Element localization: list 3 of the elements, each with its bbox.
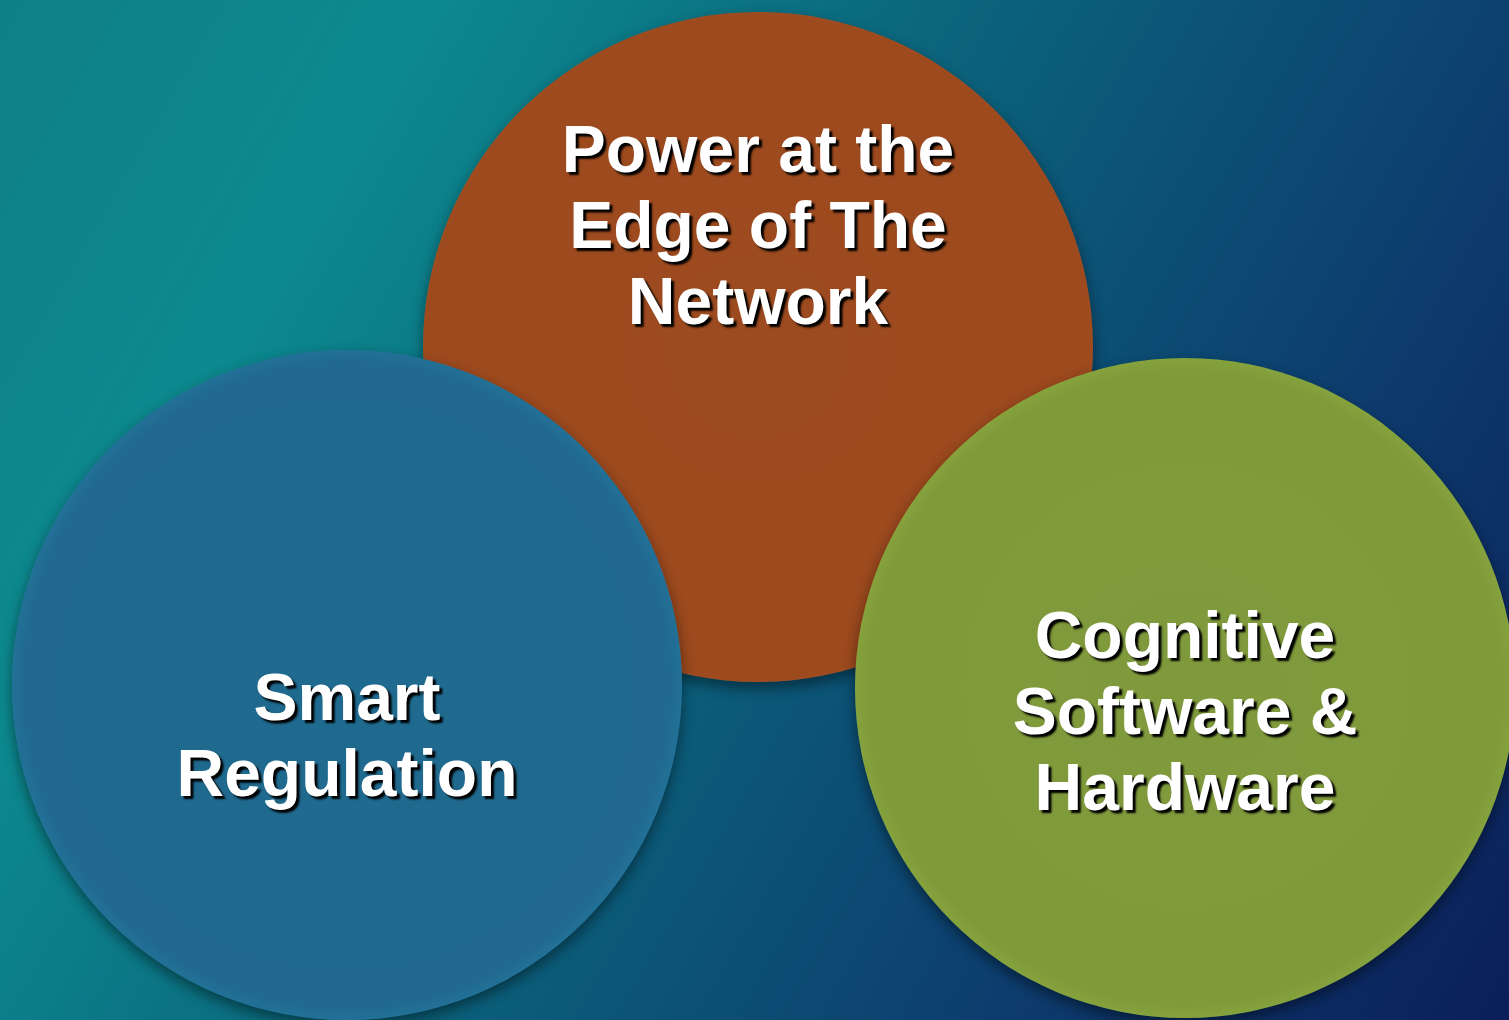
circle-label: Cognitive Software & Hardware: [1011, 598, 1359, 826]
circle-label: Power at the Edge of The Network: [560, 112, 956, 340]
circle-label: Smart Regulation: [175, 660, 519, 812]
